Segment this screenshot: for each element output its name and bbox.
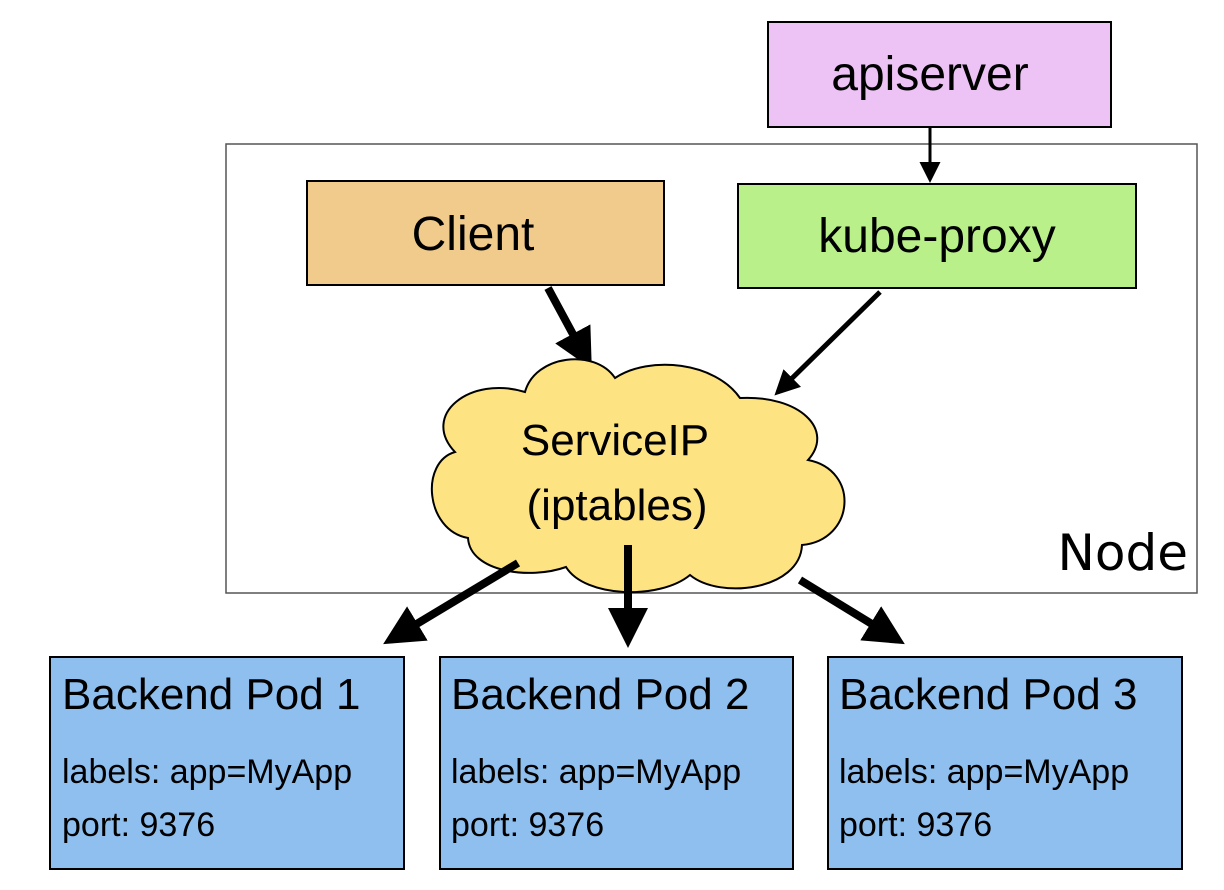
backend-pod-3[interactable]: Backend Pod 3 labels: app=MyApp port: 93… — [827, 656, 1183, 870]
pod-port: port: 9376 — [451, 806, 604, 844]
pod-title: Backend Pod 2 — [451, 670, 749, 719]
service-ip-cloud[interactable]: ServiceIP (iptables) — [430, 358, 846, 594]
arrow-kube-proxy-to-service-ip — [774, 290, 882, 396]
pod-title: Backend Pod 3 — [839, 670, 1137, 719]
kube-proxy-label: kube-proxy — [818, 210, 1055, 263]
arrow-service-ip-to-pod-1 — [383, 559, 521, 645]
node-label: Node — [1058, 524, 1189, 582]
backend-pod-2[interactable]: Backend Pod 2 labels: app=MyApp port: 93… — [439, 656, 794, 870]
apiserver-box[interactable]: apiserver — [767, 21, 1112, 128]
pod-port: port: 9376 — [62, 806, 215, 844]
arrow-client-to-service-ip — [544, 286, 592, 370]
pod-labels: labels: app=MyApp — [62, 753, 352, 791]
pod-labels: labels: app=MyApp — [839, 753, 1129, 791]
pod-labels: labels: app=MyApp — [451, 753, 741, 791]
arrow-service-ip-to-pod-3 — [797, 576, 905, 645]
client-label: Client — [412, 208, 535, 261]
client-box[interactable]: Client — [306, 180, 665, 286]
service-ip-label: ServiceIP — [521, 416, 709, 465]
backend-pod-1[interactable]: Backend Pod 1 labels: app=MyApp port: 93… — [49, 656, 405, 870]
pod-title: Backend Pod 1 — [62, 670, 360, 719]
kube-proxy-box[interactable]: kube-proxy — [737, 183, 1137, 289]
service-ip-sublabel: (iptables) — [527, 481, 708, 530]
apiserver-label: apiserver — [831, 48, 1028, 101]
pod-port: port: 9376 — [839, 806, 992, 844]
